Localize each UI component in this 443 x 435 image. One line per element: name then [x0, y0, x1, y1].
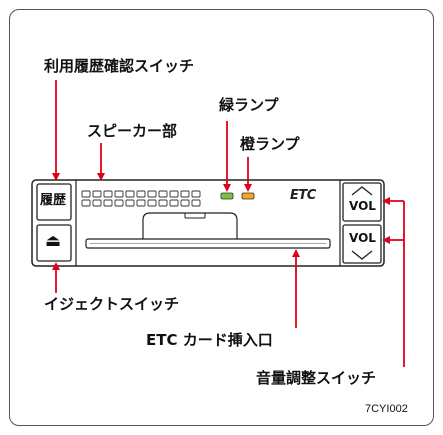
speaker-grille [81, 190, 201, 207]
speaker-hole [92, 190, 102, 198]
label-volume-switch: 音量調整スイッチ [256, 369, 377, 387]
vol-down-button[interactable] [342, 224, 382, 264]
card-slot [85, 212, 331, 249]
history-button-label: 履歴 [40, 193, 67, 208]
figure-code: 7CYI002 [365, 403, 408, 415]
speaker-hole [81, 199, 91, 207]
etc-logo: ETC [290, 188, 316, 203]
speaker-hole [158, 190, 168, 198]
speaker-hole [114, 190, 124, 198]
label-eject-switch: イジェクトスイッチ [44, 295, 180, 313]
speaker-hole [169, 190, 179, 198]
green-lamp [220, 192, 234, 200]
speaker-hole [147, 190, 157, 198]
speaker-hole [191, 199, 201, 207]
speaker-hole [191, 190, 201, 198]
vol-up-button[interactable] [342, 182, 382, 222]
speaker-hole [125, 190, 135, 198]
callout-arrows [52, 80, 405, 367]
label-speaker: スピーカー部 [87, 122, 178, 140]
orange-lamp [241, 192, 255, 200]
speaker-hole [136, 190, 146, 198]
speaker-hole [103, 190, 113, 198]
speaker-hole [180, 190, 190, 198]
speaker-hole [136, 199, 146, 207]
speaker-hole [147, 199, 157, 207]
vol-down-label: VOL [349, 231, 376, 245]
label-history-switch: 利用履歴確認スイッチ [44, 57, 195, 75]
vol-up-label: VOL [349, 199, 376, 213]
label-green-lamp: 緑ランプ [219, 96, 279, 114]
history-button[interactable] [36, 183, 72, 221]
label-card-slot: ETC カード挿入口 [146, 331, 273, 349]
label-orange-lamp: 橙ランプ [240, 135, 300, 153]
eject-icon: ⏏ [45, 231, 62, 251]
speaker-hole [169, 199, 179, 207]
speaker-hole [180, 199, 190, 207]
figure-frame [9, 9, 434, 426]
speaker-hole [125, 199, 135, 207]
speaker-hole [92, 199, 102, 207]
speaker-hole [81, 190, 91, 198]
speaker-hole [114, 199, 124, 207]
speaker-hole [103, 199, 113, 207]
eject-button[interactable] [36, 224, 72, 262]
speaker-hole [158, 199, 168, 207]
